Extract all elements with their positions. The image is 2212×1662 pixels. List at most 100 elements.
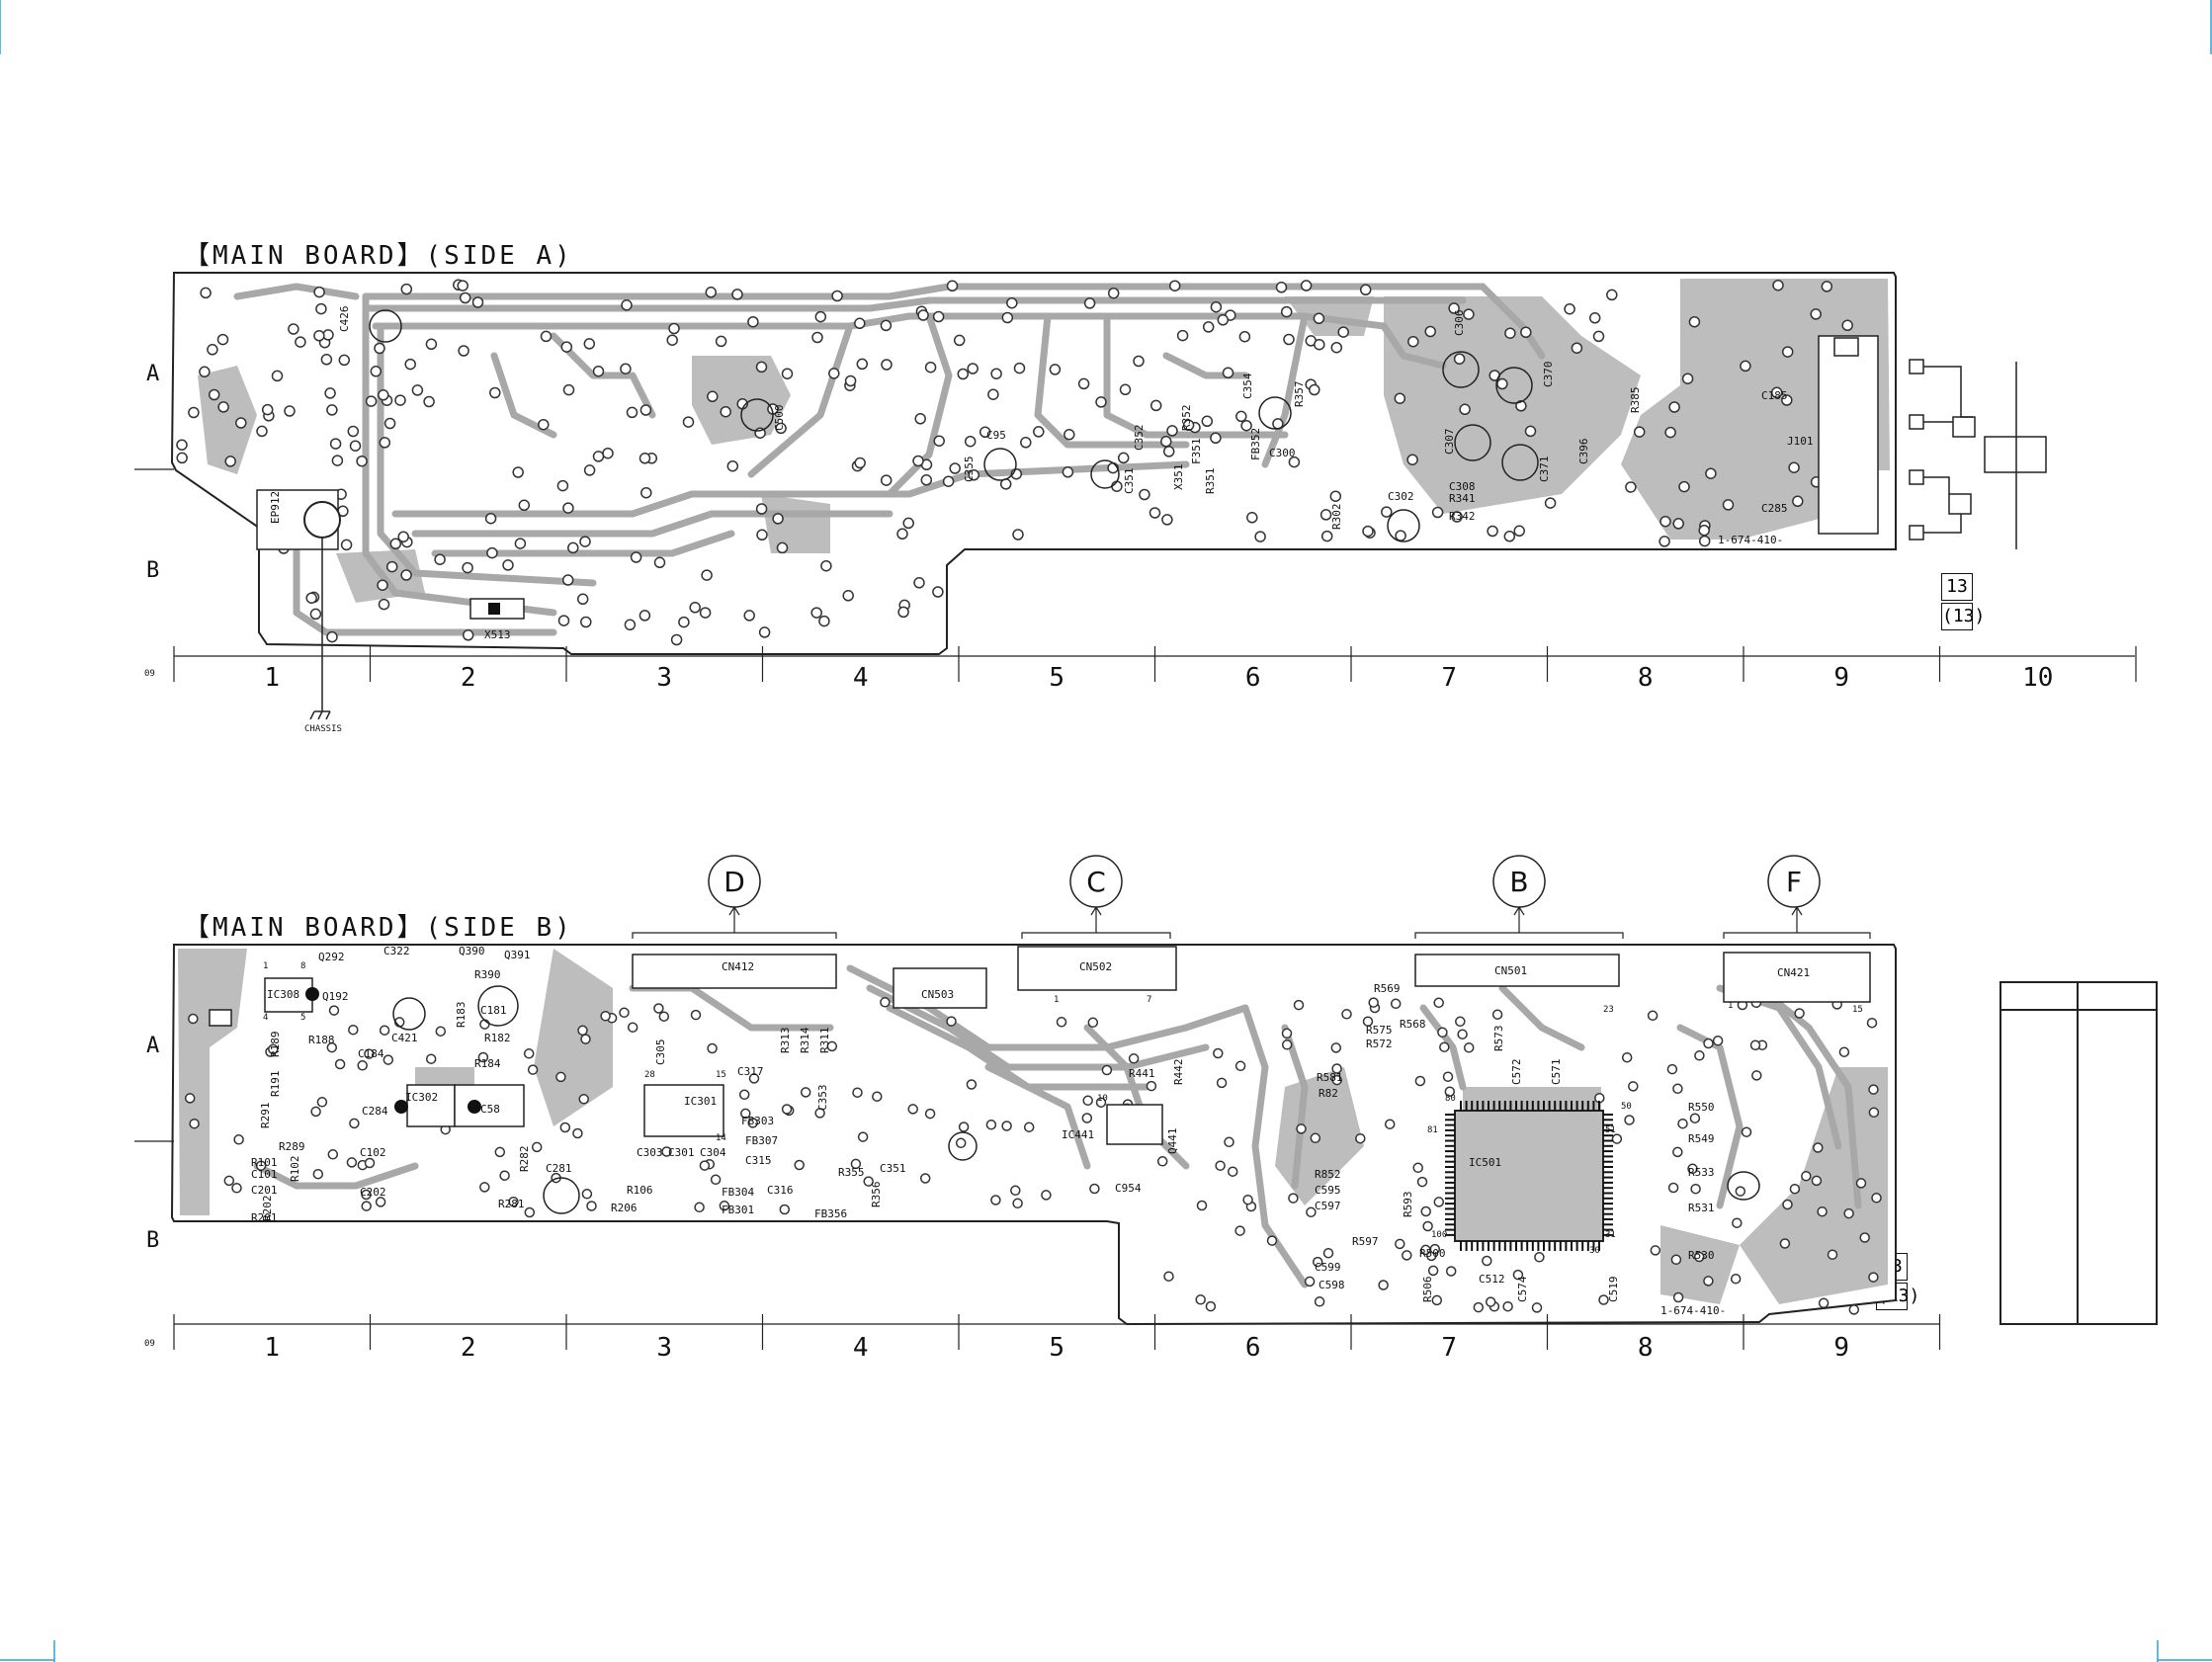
via [583,464,596,476]
via [188,406,200,419]
via [411,384,424,396]
via [668,322,680,335]
via [578,1094,589,1105]
via [913,577,925,589]
component-ref: Q390 [459,945,485,957]
via [1309,383,1320,396]
via [1688,315,1701,328]
side-b-row-a: A [146,1034,160,1058]
pin-number: 23 [1603,1005,1614,1015]
component-ref: C102 [360,1146,386,1159]
via [1705,467,1717,479]
via [907,1104,918,1115]
via [1304,1276,1316,1288]
via [811,331,823,344]
column-label: 10 [2022,663,2053,693]
via [200,287,212,299]
via [602,447,614,459]
via [305,592,317,604]
via [1095,396,1107,408]
side-a-row-a: A [146,362,160,386]
via [1149,507,1161,519]
via [1006,296,1018,309]
via [1331,1074,1342,1086]
component-ref: R385 [1629,387,1642,414]
component-ref: C315 [745,1154,772,1167]
side-b-part-number: 1-674-410- [1660,1304,1726,1317]
via [968,469,980,481]
via [844,374,857,387]
via [1163,1271,1174,1282]
component-ref: R506 [1421,1277,1434,1303]
via [1431,506,1444,519]
component-ref: C185 [1761,389,1788,402]
pin-number: 1 [1728,1001,1733,1011]
via [324,387,336,399]
component-ref: C396 [1577,439,1590,465]
side-a-traces [233,283,1546,636]
cn503-label: CN503 [921,988,954,1001]
via [814,1108,825,1119]
via [1300,280,1313,291]
via [1588,312,1601,324]
via [1056,1017,1067,1028]
via [1381,506,1393,518]
column-label: 4 [853,1333,869,1363]
component-ref: FB307 [745,1134,778,1147]
component-ref: R351 [1204,468,1217,495]
component-ref: R533 [1688,1166,1715,1179]
via [471,296,484,308]
via [207,344,218,356]
component-ref: X513 [484,628,511,641]
via [397,531,409,542]
via [917,309,929,321]
component-ref: C307 [1443,429,1456,456]
via [479,1182,490,1193]
via [1735,1186,1746,1197]
via [653,1003,664,1014]
via [985,1119,997,1130]
via [1117,452,1130,464]
component-ref: R593 [1402,1192,1414,1218]
component-ref: R202 [261,1196,274,1222]
via [346,1157,358,1168]
via [555,1071,566,1083]
chassis-ground-symbol [309,710,331,720]
via [1319,509,1332,521]
via [216,333,229,346]
via [740,1108,751,1120]
via [484,512,497,525]
marker-f-letter: F [1786,866,1802,898]
via [1281,1039,1293,1050]
column-label: 1 [264,663,280,693]
via [255,1160,267,1171]
via [1437,1027,1448,1039]
via [316,1097,328,1108]
component-ref: C306 [1453,310,1466,337]
via [818,615,830,627]
via [223,1175,235,1187]
side-b-ics [264,977,1163,1145]
via [1433,1197,1445,1207]
via [1722,499,1735,511]
via [518,499,531,512]
via [512,466,524,478]
pin-number: 51 [1605,1125,1616,1135]
pin-number: 31 [1605,1230,1616,1240]
cn421-outline [1723,952,1871,1003]
via [313,286,325,298]
via [256,425,268,438]
cn501-outline [1414,954,1620,987]
via [184,1093,196,1104]
marker-c-circle [1069,855,1123,908]
via [726,459,739,472]
via [854,317,866,330]
via [1463,308,1475,320]
via [638,453,651,464]
via [1201,415,1214,428]
via [583,338,596,350]
via [1329,490,1342,502]
via [912,455,924,467]
via [1063,429,1075,441]
via [756,529,768,541]
